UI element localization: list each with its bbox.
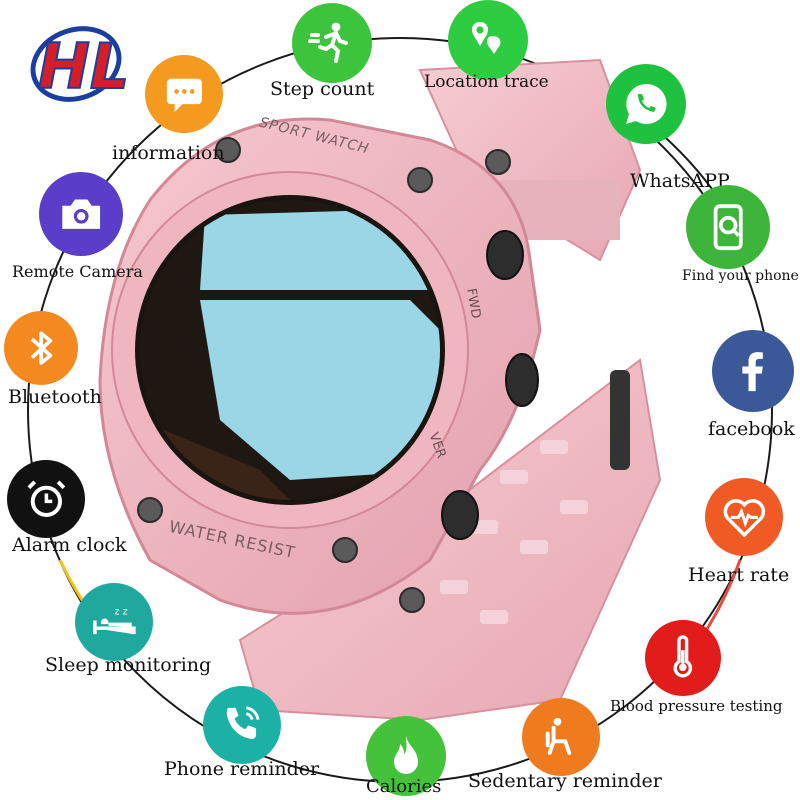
- alarm-clock-icon: [7, 460, 85, 538]
- phone-icon: [203, 686, 281, 764]
- camera-icon: [39, 172, 123, 256]
- location-pin-icon: [448, 0, 528, 80]
- message-icon: [145, 55, 223, 133]
- svg-text:HL: HL: [38, 30, 128, 103]
- heart-rate-label: Heart rate: [688, 564, 790, 586]
- bluetooth-label: Bluetooth: [8, 386, 102, 408]
- sleeping-bed-icon: z z: [75, 583, 153, 661]
- blood-pressure-label: Blood pressure testing: [610, 697, 783, 715]
- calories-label: Calories: [366, 776, 442, 797]
- sitting-person-icon: [522, 698, 600, 776]
- whatsapp-icon: [606, 64, 686, 144]
- flame-icon: [366, 716, 446, 796]
- find-phone-label: Find your phone: [682, 268, 799, 284]
- heart-rate-icon: [705, 478, 783, 556]
- sleep-label: Sleep monitoring: [45, 654, 212, 676]
- running-person-icon: [292, 3, 372, 83]
- thermometer-icon: [645, 620, 721, 696]
- find-phone-icon: [686, 185, 770, 269]
- remote-camera-label: Remote Camera: [12, 262, 143, 281]
- phone-reminder-label: Phone reminder: [164, 758, 320, 780]
- facebook-label: facebook: [708, 418, 795, 440]
- bluetooth-icon: [4, 311, 78, 385]
- svg-text:z z: z z: [114, 606, 127, 617]
- brand-logo: HL: [24, 12, 130, 112]
- facebook-icon: [712, 330, 794, 412]
- location-label: Location trace: [424, 72, 549, 92]
- alarm-clock-label: Alarm clock: [12, 534, 127, 556]
- whatsapp-label: WhatsAPP: [630, 170, 730, 192]
- information-label: information: [112, 142, 225, 164]
- sedentary-label: Sedentary reminder: [468, 770, 662, 792]
- step-count-label: Step count: [270, 78, 375, 100]
